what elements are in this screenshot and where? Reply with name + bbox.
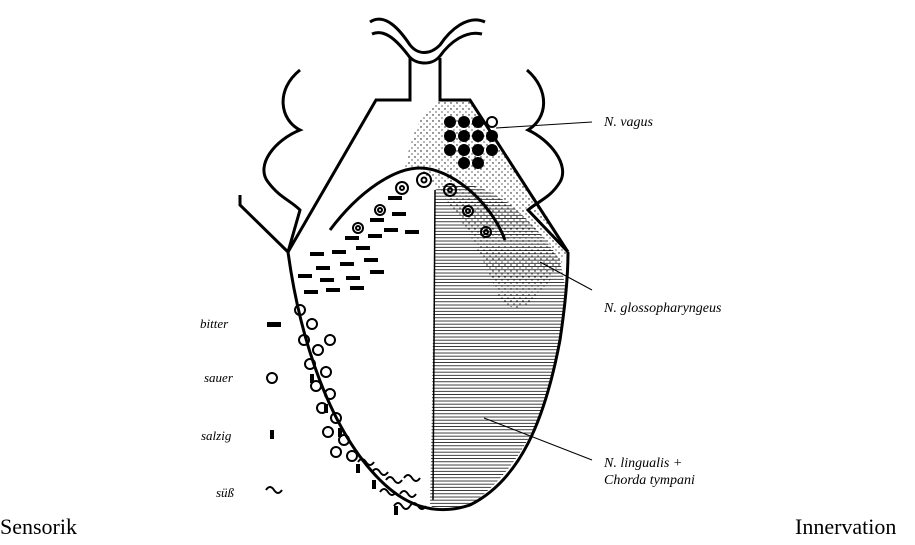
legend-label-suess: süß	[216, 485, 234, 501]
bitter-marks	[298, 196, 419, 294]
legend-label-sauer: sauer	[204, 370, 233, 386]
salty-marks	[310, 374, 398, 515]
footer-innervation: Innervation	[795, 514, 896, 540]
label-n-glossopharyngeus: N. glossopharyngeus	[604, 300, 721, 317]
legend-label-bitter: bitter	[200, 316, 228, 332]
label-n-lingualis: N. lingualis +	[604, 455, 682, 472]
footer-sensorik: Sensorik	[0, 514, 77, 540]
label-n-vagus: N. vagus	[604, 114, 653, 131]
legend-label-salzig: salzig	[201, 428, 231, 444]
legend-symbols	[266, 322, 282, 493]
label-chorda-tympani: Chorda tympani	[604, 472, 695, 489]
